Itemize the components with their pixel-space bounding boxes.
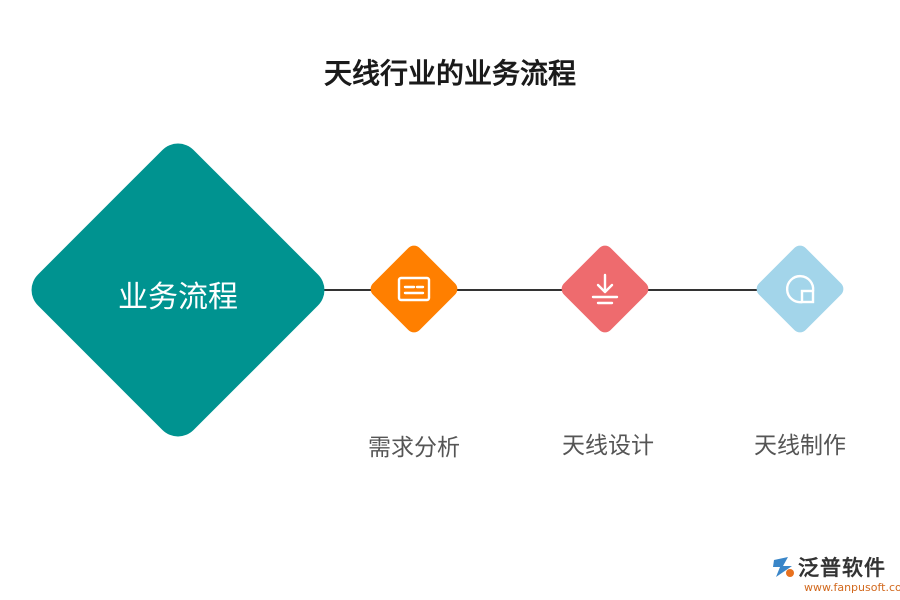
list-card-icon: [394, 269, 434, 309]
logo-url: www.fanpusoft.com: [804, 581, 900, 594]
flow-connector-line: [320, 289, 760, 291]
fanpu-logo: 泛普软件 www.fanpusoft.com: [768, 550, 900, 598]
fanpu-logo-icon: [773, 557, 794, 577]
step-label-antenna-design: 天线设计: [562, 433, 654, 459]
step-label-antenna-production: 天线制作: [754, 433, 846, 459]
page-title: 天线行业的业务流程: [323, 57, 576, 90]
logo-name: 泛普软件: [798, 556, 886, 580]
chart-square-icon: [780, 269, 820, 309]
main-diamond-label: 业务流程: [118, 280, 238, 315]
download-icon: [585, 269, 625, 309]
step-label-requirement-analysis: 需求分析: [368, 435, 460, 461]
